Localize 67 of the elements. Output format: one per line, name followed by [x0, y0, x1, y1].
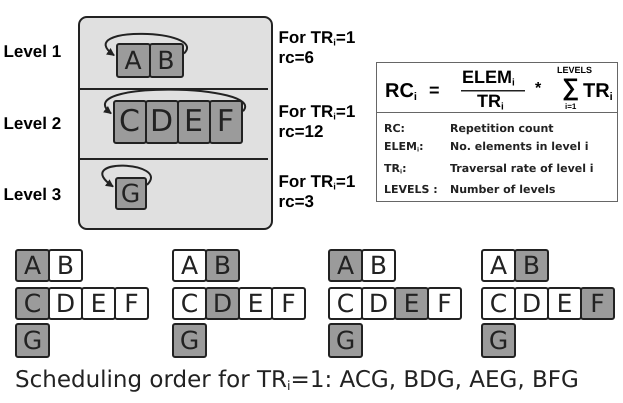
- letter-cell: A: [172, 249, 207, 282]
- traversal-note: rc=6: [278, 48, 314, 68]
- level-label: Level 1: [4, 42, 62, 62]
- letter-cell: E: [238, 287, 273, 320]
- letter-cell: E: [394, 287, 429, 320]
- loop-arrow: [105, 32, 188, 56]
- level-label: Level 3: [4, 184, 62, 204]
- definitions-box: [376, 112, 618, 202]
- letter-cell: F: [271, 287, 306, 320]
- formula-term: *: [535, 81, 542, 97]
- letter-cell: G: [328, 323, 363, 358]
- letter-cell: C: [15, 287, 50, 320]
- traversal-note: rc=12: [278, 122, 324, 142]
- caption: Scheduling order for TR$_{i}$=1: ACG, BDG, AEG, BFG: [15, 367, 579, 394]
- definition-text: No. elements in level i: [450, 139, 590, 155]
- letter-cell: G: [172, 323, 207, 358]
- letter-cell: D: [48, 287, 83, 320]
- letter-cell: E: [176, 100, 210, 144]
- letter-cell: C: [172, 287, 207, 320]
- letter-cell: D: [144, 100, 178, 144]
- letter-cell: B: [205, 249, 240, 282]
- letter-cell: D: [205, 287, 240, 320]
- loop-arrow: [101, 164, 152, 188]
- traversal-note: rc=3: [278, 192, 314, 212]
- letter-cell: F: [580, 287, 615, 320]
- formula-term: TR$_{i}$: [583, 81, 613, 103]
- letter-cell: E: [547, 287, 582, 320]
- letter-cell: G: [114, 176, 146, 210]
- letter-cell: A: [328, 249, 363, 282]
- sum-symbol: ∑: [562, 76, 580, 100]
- letter-cell: F: [114, 287, 149, 320]
- letter-cell: D: [361, 287, 396, 320]
- symbol-term: RC:: [384, 121, 406, 136]
- loop-arrow: [104, 88, 246, 114]
- letter-cell: B: [361, 249, 396, 282]
- definition-text: Traversal rate of level i: [450, 160, 594, 176]
- letter-cell: G: [15, 323, 50, 358]
- letter-cell: A: [116, 42, 150, 78]
- symbol-term: ELEM$_{i}$:: [384, 139, 424, 156]
- letter-cell: B: [148, 42, 184, 78]
- formula-term: LEVELS: [557, 66, 592, 75]
- letter-cell: A: [481, 249, 516, 282]
- formula-term: =: [429, 81, 440, 99]
- letter-cell: G: [481, 323, 516, 358]
- formula-term: RC$_{i}$: [385, 81, 417, 103]
- letter-cell: B: [48, 249, 83, 282]
- letter-cell: C: [481, 287, 516, 320]
- formula-box: [376, 62, 618, 114]
- letter-cell: B: [514, 249, 549, 282]
- letter-cell: E: [81, 287, 116, 320]
- formula-term: TR$_{i}$: [477, 92, 504, 112]
- letter-cell: A: [15, 249, 50, 282]
- symbol-term: TR$_{i}$:: [384, 160, 408, 177]
- definition-text: Number of levels: [450, 182, 556, 197]
- symbol-term: LEVELS :: [384, 182, 439, 197]
- formula-term: i=1: [565, 103, 576, 111]
- letter-cell: F: [208, 100, 242, 144]
- letter-cell: C: [328, 287, 363, 320]
- letter-cell: C: [112, 100, 146, 144]
- traversal-note: For TR$_{i}$=1: [278, 28, 356, 49]
- formula-term: ELEM$_{i}$: [462, 68, 515, 88]
- level-label: Level 2: [4, 114, 62, 134]
- definition-text: Repetition count: [450, 121, 555, 136]
- traversal-note: For TR$_{i}$=1: [278, 102, 356, 123]
- letter-cell: F: [427, 287, 462, 320]
- letter-cell: D: [514, 287, 549, 320]
- traversal-note: For TR$_{i}$=1: [278, 172, 356, 193]
